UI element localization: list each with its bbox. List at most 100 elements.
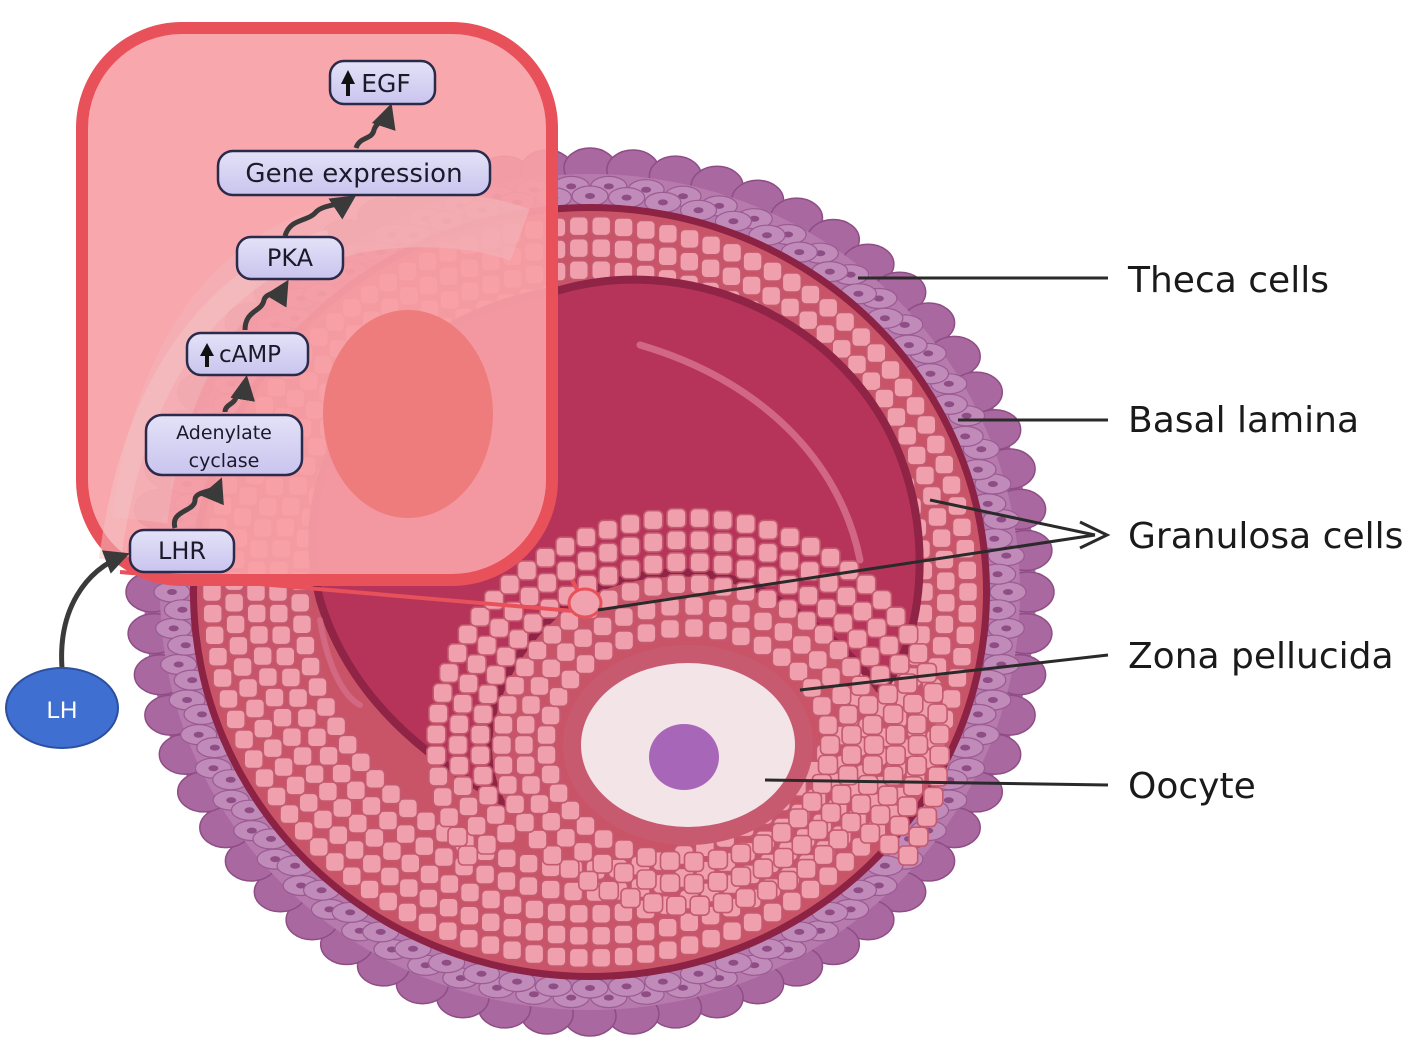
granulosa-cell xyxy=(331,763,352,784)
antrum-highlight-2 xyxy=(317,617,363,708)
granulosa-cell xyxy=(474,864,496,885)
cumulus-cell xyxy=(636,622,657,644)
cumulus-cell xyxy=(922,682,944,704)
granulosa-cell xyxy=(419,864,440,885)
cumulus-cell xyxy=(572,841,594,863)
cumulus-cell xyxy=(857,774,879,796)
granulosa-cell xyxy=(331,797,353,819)
lh-ligand: LH xyxy=(5,667,119,749)
granulosa-cell xyxy=(502,894,523,916)
granulosa-cell xyxy=(270,624,292,646)
granulosa-cell xyxy=(518,875,539,897)
theca-cell-nucleus xyxy=(728,218,739,225)
granulosa-cell xyxy=(266,786,287,807)
theca-cell-nucleus xyxy=(408,945,418,952)
cumulus-cell xyxy=(796,610,817,632)
cumulus-cell xyxy=(438,806,460,828)
granulosa-cell xyxy=(546,924,567,945)
granulosa-cell xyxy=(546,902,567,923)
granulosa-cell xyxy=(281,726,303,748)
granulosa-cell xyxy=(228,635,249,657)
granulosa-cell xyxy=(523,943,545,965)
cumulus-cell xyxy=(555,827,577,849)
cumulus-cell xyxy=(452,775,474,797)
granulosa-cell xyxy=(439,873,460,895)
cumulus-cell xyxy=(452,693,474,715)
granulosa-cell xyxy=(933,454,955,475)
cell-nucleus xyxy=(323,310,493,518)
granulosa-cell xyxy=(496,847,518,869)
theca-cell-nucleus xyxy=(512,978,523,985)
granulosa-cell xyxy=(223,592,245,614)
granulosa-cell xyxy=(225,614,246,635)
theca-cell-nucleus xyxy=(944,401,955,408)
lhr-pill: LHR xyxy=(128,528,236,574)
cumulus-cell xyxy=(466,815,487,837)
cumulus-cell xyxy=(689,573,711,595)
granulosa-cell xyxy=(273,756,294,778)
cumulus-cell xyxy=(707,849,729,870)
cumulus-cell xyxy=(488,617,510,639)
cumulus-cell xyxy=(712,532,734,553)
cumulus-cell xyxy=(777,870,799,892)
cumulus-cell xyxy=(788,661,809,682)
label-oocyte: Oocyte xyxy=(1128,766,1256,807)
cumulus-cell xyxy=(756,880,778,902)
theca-cell-nucleus xyxy=(973,466,983,473)
theca-cell-nucleus xyxy=(566,183,577,190)
granulosa-cell xyxy=(679,934,700,956)
cumulus-cells xyxy=(425,507,951,917)
granulosa-cell xyxy=(246,603,267,624)
cumulus-cell xyxy=(712,509,734,531)
cumulus-cell xyxy=(796,858,817,880)
granulosa-cell xyxy=(635,219,657,241)
theca-cell-nucleus xyxy=(678,193,688,200)
cumulus-cell xyxy=(493,754,514,776)
cumulus-cell xyxy=(476,834,498,855)
cumulus-cell xyxy=(908,642,929,664)
cumulus-cell xyxy=(447,642,468,664)
granulosa-cell xyxy=(886,406,907,428)
cumulus-cell xyxy=(800,536,821,558)
cumulus-cell xyxy=(908,826,929,848)
cumulus-cell xyxy=(752,611,774,632)
cumulus-cell xyxy=(613,606,635,628)
granulosa-cell xyxy=(914,465,936,486)
cumulus-cell xyxy=(425,724,447,745)
cumulus-cell xyxy=(897,624,919,645)
theca-cell-nucleus xyxy=(714,975,725,982)
cumulus-cell xyxy=(840,657,862,678)
theca-cell-nucleus xyxy=(246,827,257,834)
granulosa-cell xyxy=(418,888,439,909)
granulosa-cell xyxy=(956,559,978,581)
granulosa-cell xyxy=(893,377,914,398)
theca-cell-nucleus xyxy=(879,315,890,322)
egf-label: EGF xyxy=(361,69,411,98)
adenylate-cyclase-pill: Adenylate cyclase xyxy=(144,413,304,477)
theca-cell-nucleus xyxy=(621,194,632,201)
cumulus-cell xyxy=(798,585,819,607)
theca-cell-nucleus xyxy=(693,970,704,977)
granulosa-cell xyxy=(742,251,763,272)
cumulus-cell xyxy=(791,834,813,856)
cumulus-cell xyxy=(519,586,540,607)
pka-label: PKA xyxy=(267,244,314,272)
cumulus-cell xyxy=(929,745,951,766)
granulosa-cell xyxy=(274,646,296,667)
granulosa-cell xyxy=(395,823,417,845)
cumulus-cell xyxy=(902,693,924,715)
cumulus-cell xyxy=(712,554,734,575)
theca-cell-nucleus xyxy=(585,193,595,199)
granulosa-cell xyxy=(350,751,372,773)
cumulus-cell xyxy=(555,641,577,663)
granulosa-cell xyxy=(568,947,590,969)
cumulus-cell xyxy=(598,880,620,902)
granulosa-cell xyxy=(415,810,437,832)
theca-cell-nucleus xyxy=(794,249,805,256)
theca-cell-nucleus xyxy=(603,183,614,190)
theca-cell-nucleus xyxy=(987,697,998,703)
cumulus-cell xyxy=(560,669,581,690)
cumulus-cell xyxy=(592,616,613,637)
theca-cell-nucleus xyxy=(345,909,356,916)
